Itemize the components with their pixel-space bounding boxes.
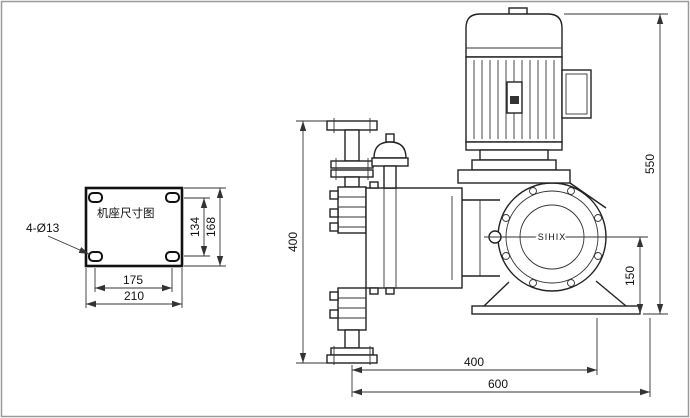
svg-text:175: 175 xyxy=(123,273,143,287)
svg-text:600: 600 xyxy=(488,377,508,391)
svg-text:168: 168 xyxy=(204,217,218,237)
dim-hole-spacing-horizontal: 175 xyxy=(94,268,173,292)
relief-valve xyxy=(371,133,409,189)
fan-cover xyxy=(465,13,563,58)
svg-text:134: 134 xyxy=(188,217,202,237)
mounting-slot xyxy=(165,192,180,203)
dim-total-height: 550 xyxy=(564,13,668,315)
mounting-slot xyxy=(88,192,103,203)
dim-length-600: 600 xyxy=(352,318,651,397)
suction-flange xyxy=(326,346,378,365)
pedestal xyxy=(595,280,627,307)
svg-text:400: 400 xyxy=(464,355,484,369)
nameplate-mark xyxy=(510,96,519,104)
terminal-box xyxy=(561,69,592,119)
pedestal xyxy=(483,281,510,307)
pump-side-view: SIHIX xyxy=(286,7,668,397)
base-plate-outline xyxy=(84,186,184,268)
dim-centerline-height: 150 xyxy=(623,237,644,314)
svg-text:150: 150 xyxy=(623,266,637,286)
housing-silhouette xyxy=(569,182,607,209)
lower-valve-stack xyxy=(329,287,367,331)
base-frame xyxy=(471,305,641,315)
dim-length-400: 400 xyxy=(351,318,598,397)
dim-column-height: 400 xyxy=(286,120,327,364)
svg-text:550: 550 xyxy=(643,154,657,174)
svg-text:210: 210 xyxy=(124,289,144,303)
terminal-box-lid xyxy=(565,73,588,115)
base-plate-title: 机座尺寸图 xyxy=(97,206,155,220)
brand-label: SIHIX xyxy=(538,232,567,242)
pump-head xyxy=(365,181,463,295)
hole-count-label: 4-Ø13 xyxy=(26,221,60,235)
pipe xyxy=(344,129,360,162)
dim-hole-spacing-vertical: 134 xyxy=(184,197,210,257)
mounting-slot xyxy=(165,251,180,262)
bolt-circle xyxy=(502,187,602,287)
motor xyxy=(457,7,592,184)
svg-text:400: 400 xyxy=(286,232,300,252)
hole-leader-line xyxy=(47,235,90,255)
motor-flange-stack xyxy=(457,141,571,184)
liquid-end xyxy=(326,118,463,365)
mounting-slot xyxy=(88,251,103,262)
drive-housing: SIHIX xyxy=(462,182,648,315)
pipe xyxy=(344,329,360,349)
cooling-fins xyxy=(473,60,555,139)
upper-valve-stack xyxy=(329,186,367,234)
pipe xyxy=(344,176,360,188)
dim-plate-width: 210 xyxy=(85,268,183,308)
discharge-flange xyxy=(326,120,378,131)
dim-plate-height: 168 xyxy=(184,187,226,267)
base-plate-view: 机座尺寸图 4-Ø13 134 168 175 210 xyxy=(26,186,226,308)
